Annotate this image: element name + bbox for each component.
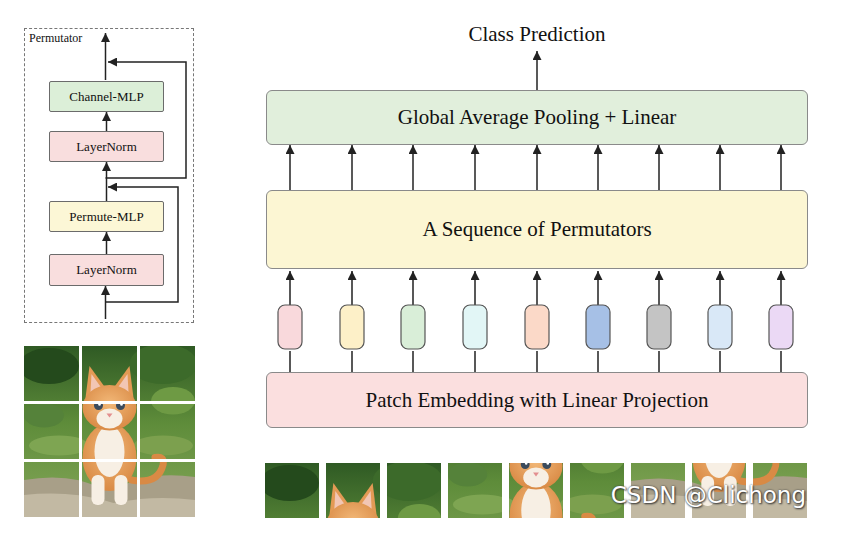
watermark: CSDN @Clichong — [586, 482, 806, 508]
flow-arrow — [780, 145, 782, 190]
process-box: Channel-MLP — [49, 81, 164, 112]
image-patch — [19, 344, 198, 518]
process-box: Permute-MLP — [49, 201, 164, 232]
image-patch — [19, 344, 198, 518]
flow-arrow — [106, 112, 108, 131]
flow-arrow — [351, 145, 353, 190]
token — [647, 305, 671, 349]
output-arrow — [105, 33, 107, 80]
process-box: Patch Embedding with Linear Projection — [266, 372, 808, 428]
box-label: LayerNorm — [76, 139, 137, 155]
token-arrows — [290, 271, 781, 372]
image-patch — [19, 344, 198, 518]
flow-arrow — [536, 145, 538, 190]
box-label: LayerNorm — [76, 262, 137, 278]
box-label: Patch Embedding with Linear Projection — [366, 388, 709, 413]
box-label: Channel-MLP — [69, 89, 143, 105]
cat-image-grid — [18, 343, 198, 518]
token — [525, 305, 549, 349]
token — [586, 305, 610, 349]
flow-arrow — [106, 162, 108, 201]
process-box: LayerNorm — [49, 131, 164, 162]
image-patch — [19, 344, 198, 518]
output-arrow — [536, 51, 538, 90]
image-patch — [19, 343, 198, 517]
flow-arrow — [597, 145, 599, 190]
box-label: Permute-MLP — [69, 209, 143, 225]
token-boxes — [278, 305, 793, 349]
flow-arrow — [719, 145, 721, 190]
token — [340, 305, 364, 349]
output-label: Class Prediction — [437, 22, 637, 47]
patch-sequence — [260, 344, 809, 545]
token — [463, 305, 487, 349]
image-patch — [18, 344, 197, 518]
flow-arrow — [474, 145, 476, 190]
image-patch — [19, 343, 198, 517]
token — [278, 305, 302, 349]
permutator-block: PermutatorChannel-MLPLayerNormPermute-ML… — [24, 28, 194, 323]
block-title: Permutator — [29, 31, 82, 46]
image-patch — [18, 344, 197, 518]
image-patch — [267, 461, 443, 545]
token — [708, 305, 732, 349]
permutator-wires — [106, 33, 538, 319]
flow-arrow — [289, 145, 291, 190]
process-box: Global Average Pooling + Linear — [266, 90, 808, 145]
token — [401, 305, 425, 349]
flow-arrow — [412, 145, 414, 190]
flow-arrow — [106, 232, 108, 254]
flow-arrow — [658, 145, 660, 190]
box-label: Global Average Pooling + Linear — [398, 105, 677, 130]
box-label: A Sequence of Permutators — [422, 217, 651, 242]
image-patch — [18, 343, 197, 517]
token — [769, 305, 793, 349]
process-box: LayerNorm — [49, 254, 164, 286]
process-box: A Sequence of Permutators — [266, 190, 808, 269]
